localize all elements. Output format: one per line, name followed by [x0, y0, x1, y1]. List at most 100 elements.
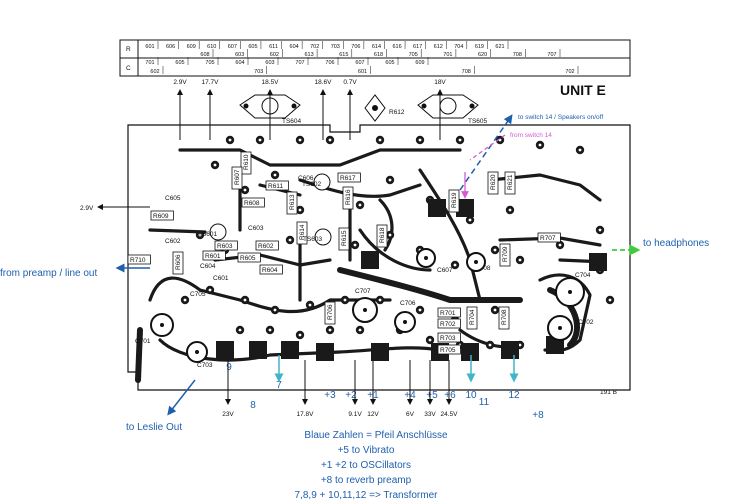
ruler-r-bottom-2: 602: [270, 52, 279, 58]
bottom-voltage-1: 17.8V: [297, 411, 315, 418]
ruler-c-top-9: 609: [415, 60, 424, 66]
resistor-body: [338, 227, 350, 251]
annotation-headphones: to headphones: [612, 238, 709, 256]
resistor-body: [437, 344, 461, 355]
legend-line-2: +1 +2 to OSCillators: [321, 460, 411, 471]
connector-pad: [501, 341, 519, 359]
ruler-c-top-6: 706: [325, 60, 334, 66]
annotation-from-switch-14: from switch 14: [461, 132, 552, 199]
label-r613: R613: [289, 194, 296, 210]
resistor-body: [259, 264, 283, 275]
resistor-body: [127, 254, 151, 265]
ruler-c-top-8: 605: [385, 60, 394, 66]
label-c601: C601: [213, 275, 229, 282]
label-r603: R603: [217, 243, 233, 250]
connector-pad: [589, 253, 607, 271]
connector-pad: [361, 251, 379, 269]
resistor-body: [498, 306, 510, 330]
pad-hole: [298, 138, 302, 142]
pad-hole: [468, 218, 472, 222]
label-r614: R614: [299, 224, 306, 240]
ruler-r-top-9: 703: [331, 44, 340, 50]
resistor-body: [255, 240, 279, 251]
ruler-c-bottom-1: 703: [254, 69, 263, 75]
connector-pad: [281, 341, 299, 359]
pad-hole: [243, 298, 247, 302]
pad-hole: [353, 243, 357, 247]
resistor-body: [150, 210, 174, 221]
resistor-body: [240, 151, 252, 175]
resistor-body: [437, 307, 461, 318]
pin-label-10: 11: [479, 397, 490, 408]
ruler-r-top-11: 614: [372, 44, 381, 50]
label-ts605: TS605: [468, 118, 488, 125]
left-2-9v: 2.9V: [80, 204, 150, 212]
pad-hole: [288, 238, 292, 242]
ruler-c-bottom-4: 702: [565, 69, 574, 75]
ruler-r-top-15: 704: [454, 44, 463, 50]
resistor-body: [237, 252, 261, 263]
ruler-r-top-1: 606: [166, 44, 175, 50]
ruler-r-top-5: 605: [248, 44, 257, 50]
connector-pad: [461, 343, 479, 361]
ruler-r-top-13: 617: [413, 44, 422, 50]
capacitor-lead: [424, 256, 428, 260]
pad-hole: [328, 328, 332, 332]
pad-hole: [208, 288, 212, 292]
pad-hole: [578, 148, 582, 152]
pad-hole: [488, 343, 492, 347]
pad-hole: [228, 138, 232, 142]
label-c706: C706: [400, 300, 416, 307]
label-c602: C602: [165, 238, 181, 245]
pad-hole: [298, 333, 302, 337]
pad-hole: [518, 343, 522, 347]
pad-hole: [298, 208, 302, 212]
ruler-r-top-10: 706: [351, 44, 360, 50]
pad-hole: [343, 298, 347, 302]
resistor-body: [172, 251, 184, 275]
label-c704: C704: [575, 272, 591, 279]
ruler-r-bottom-1: 603: [235, 52, 244, 58]
ruler-r-top-12: 616: [392, 44, 401, 50]
bottom-voltage-5: 33V: [424, 411, 436, 418]
label-r710: R710: [130, 257, 146, 264]
bottom-voltage-2: 9.1V: [348, 411, 362, 418]
pad-hole: [418, 138, 422, 142]
label-r709: R709: [502, 246, 509, 262]
ruler-r-bottom-7: 701: [443, 52, 452, 58]
label-c702: C702: [578, 319, 594, 326]
label-ts604: TS604: [282, 118, 302, 125]
pad-hole: [308, 303, 312, 307]
ruler-c-top-2: 705: [205, 60, 214, 66]
label-c605: C605: [165, 195, 181, 202]
ruler-c-top-0: 701: [145, 60, 154, 66]
pad-hole: [358, 328, 362, 332]
pad-hole: [598, 228, 602, 232]
ruler-r-bottom-5: 618: [374, 52, 383, 58]
pad-hole: [458, 138, 462, 142]
pad-hole: [328, 138, 332, 142]
label-r703: R703: [440, 335, 456, 342]
resistor-r612-pot: R612: [364, 94, 405, 122]
top-voltage-5: 18V: [434, 79, 446, 86]
label-switch-14-speakers: to switch 14 / Speakers on/off: [518, 114, 603, 121]
pad-hole: [358, 203, 362, 207]
ruler-r-bottom-8: 620: [478, 52, 487, 58]
connector-pad: [249, 341, 267, 359]
pad-hole: [243, 188, 247, 192]
pad-hole: [508, 208, 512, 212]
pin-label-12: +8: [532, 410, 544, 421]
label-c703: C703: [197, 362, 213, 369]
ruler-row-r: R: [126, 46, 131, 53]
capacitor-lead: [363, 308, 367, 312]
capacitor-lead: [474, 260, 478, 264]
ruler-r-top-6: 611: [269, 44, 278, 50]
label-c606: C606: [298, 175, 314, 182]
bottom-voltage-3: 12V: [367, 411, 379, 418]
legend-line-3: +8 to reverb preamp: [321, 475, 412, 486]
label-r701: R701: [440, 310, 456, 317]
label-ts601: TS601: [198, 231, 218, 238]
capacitor-lead: [568, 290, 572, 294]
resistor-body: [376, 224, 388, 248]
resistor-body: [448, 189, 460, 213]
